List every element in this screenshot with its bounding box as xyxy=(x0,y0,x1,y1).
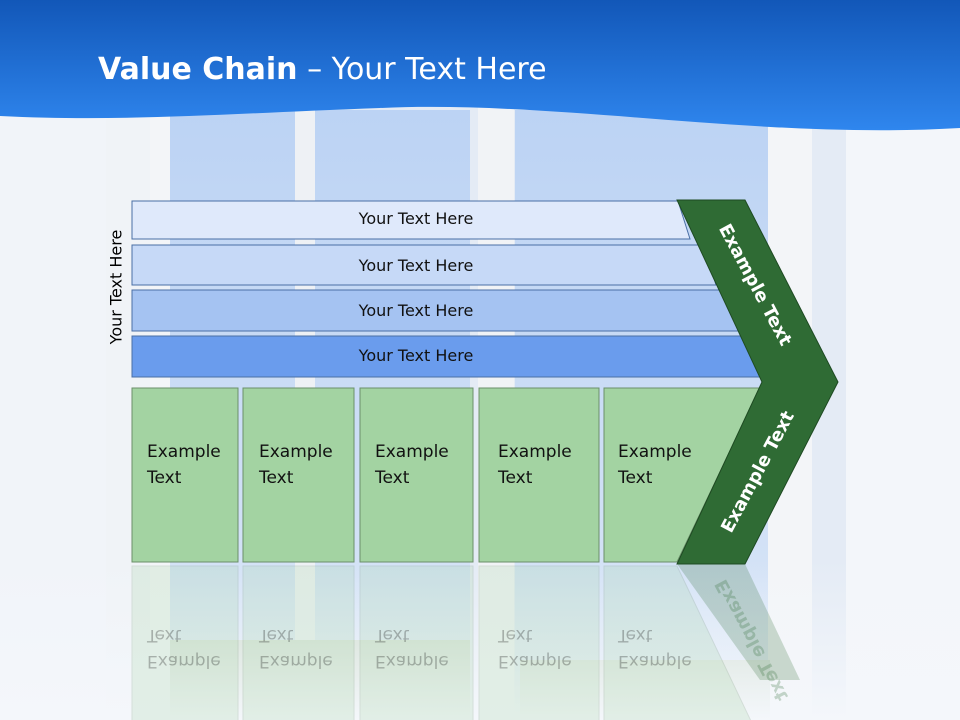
layer-bar-2 xyxy=(131,244,717,286)
card-line: Example xyxy=(618,442,692,462)
card-line: Example xyxy=(498,442,572,462)
card-text-2: Example Text xyxy=(259,439,333,491)
activity-card-reflection-3 xyxy=(359,565,474,720)
bar-label-4: Your Text Here xyxy=(358,346,474,365)
card-reflection-3: Example Text xyxy=(375,622,449,674)
slide-title: Value Chain – Your Text Here xyxy=(98,52,547,87)
card-line: Text xyxy=(147,625,182,645)
card-text-4: Example Text xyxy=(498,439,572,491)
card-line: Text xyxy=(618,468,653,488)
activity-card-reflection-5 xyxy=(603,565,752,720)
card-line: Text xyxy=(498,468,533,488)
activity-card-reflection-1 xyxy=(131,565,239,720)
title-bold: Value Chain xyxy=(98,52,298,87)
card-line: Text xyxy=(498,625,533,645)
bar-label-3: Your Text Here xyxy=(358,301,474,320)
card-line: Text xyxy=(259,625,294,645)
activity-card-3 xyxy=(359,387,474,563)
card-line: Example xyxy=(147,651,221,671)
card-line: Example xyxy=(375,651,449,671)
bar-label-1: Your Text Here xyxy=(358,209,474,228)
card-text-5: Example Text xyxy=(618,439,692,491)
card-line: Example xyxy=(498,651,572,671)
activity-card-5 xyxy=(603,387,761,563)
chevron-reflection xyxy=(677,564,800,680)
card-line: Example xyxy=(259,442,333,462)
card-line: Text xyxy=(147,468,182,488)
side-label: Your Text Here xyxy=(106,229,126,345)
activity-card-2 xyxy=(242,387,355,563)
card-line: Text xyxy=(375,468,410,488)
card-line: Example xyxy=(375,442,449,462)
activity-card-reflection-4 xyxy=(478,565,600,720)
activity-card-4 xyxy=(478,387,600,563)
card-line: Example xyxy=(259,651,333,671)
card-line: Text xyxy=(618,625,653,645)
card-reflection-2: Example Text xyxy=(259,622,333,674)
activity-card-reflection-2 xyxy=(242,565,355,720)
card-line: Text xyxy=(375,625,410,645)
card-text-1: Example Text xyxy=(147,439,221,491)
chevron-arrow xyxy=(676,199,839,565)
card-reflection-4: Example Text xyxy=(498,622,572,674)
header-band xyxy=(0,0,960,131)
card-line: Example xyxy=(618,651,692,671)
card-reflection-1: Example Text xyxy=(147,622,221,674)
card-line: Example xyxy=(147,442,221,462)
activity-card-1 xyxy=(131,387,239,563)
title-rest: – Your Text Here xyxy=(307,52,547,87)
bar-label-2: Your Text Here xyxy=(358,256,474,275)
card-text-3: Example Text xyxy=(375,439,449,491)
layer-bar-1 xyxy=(131,200,691,240)
card-line: Text xyxy=(259,468,294,488)
card-reflection-5: Example Text xyxy=(618,622,692,674)
